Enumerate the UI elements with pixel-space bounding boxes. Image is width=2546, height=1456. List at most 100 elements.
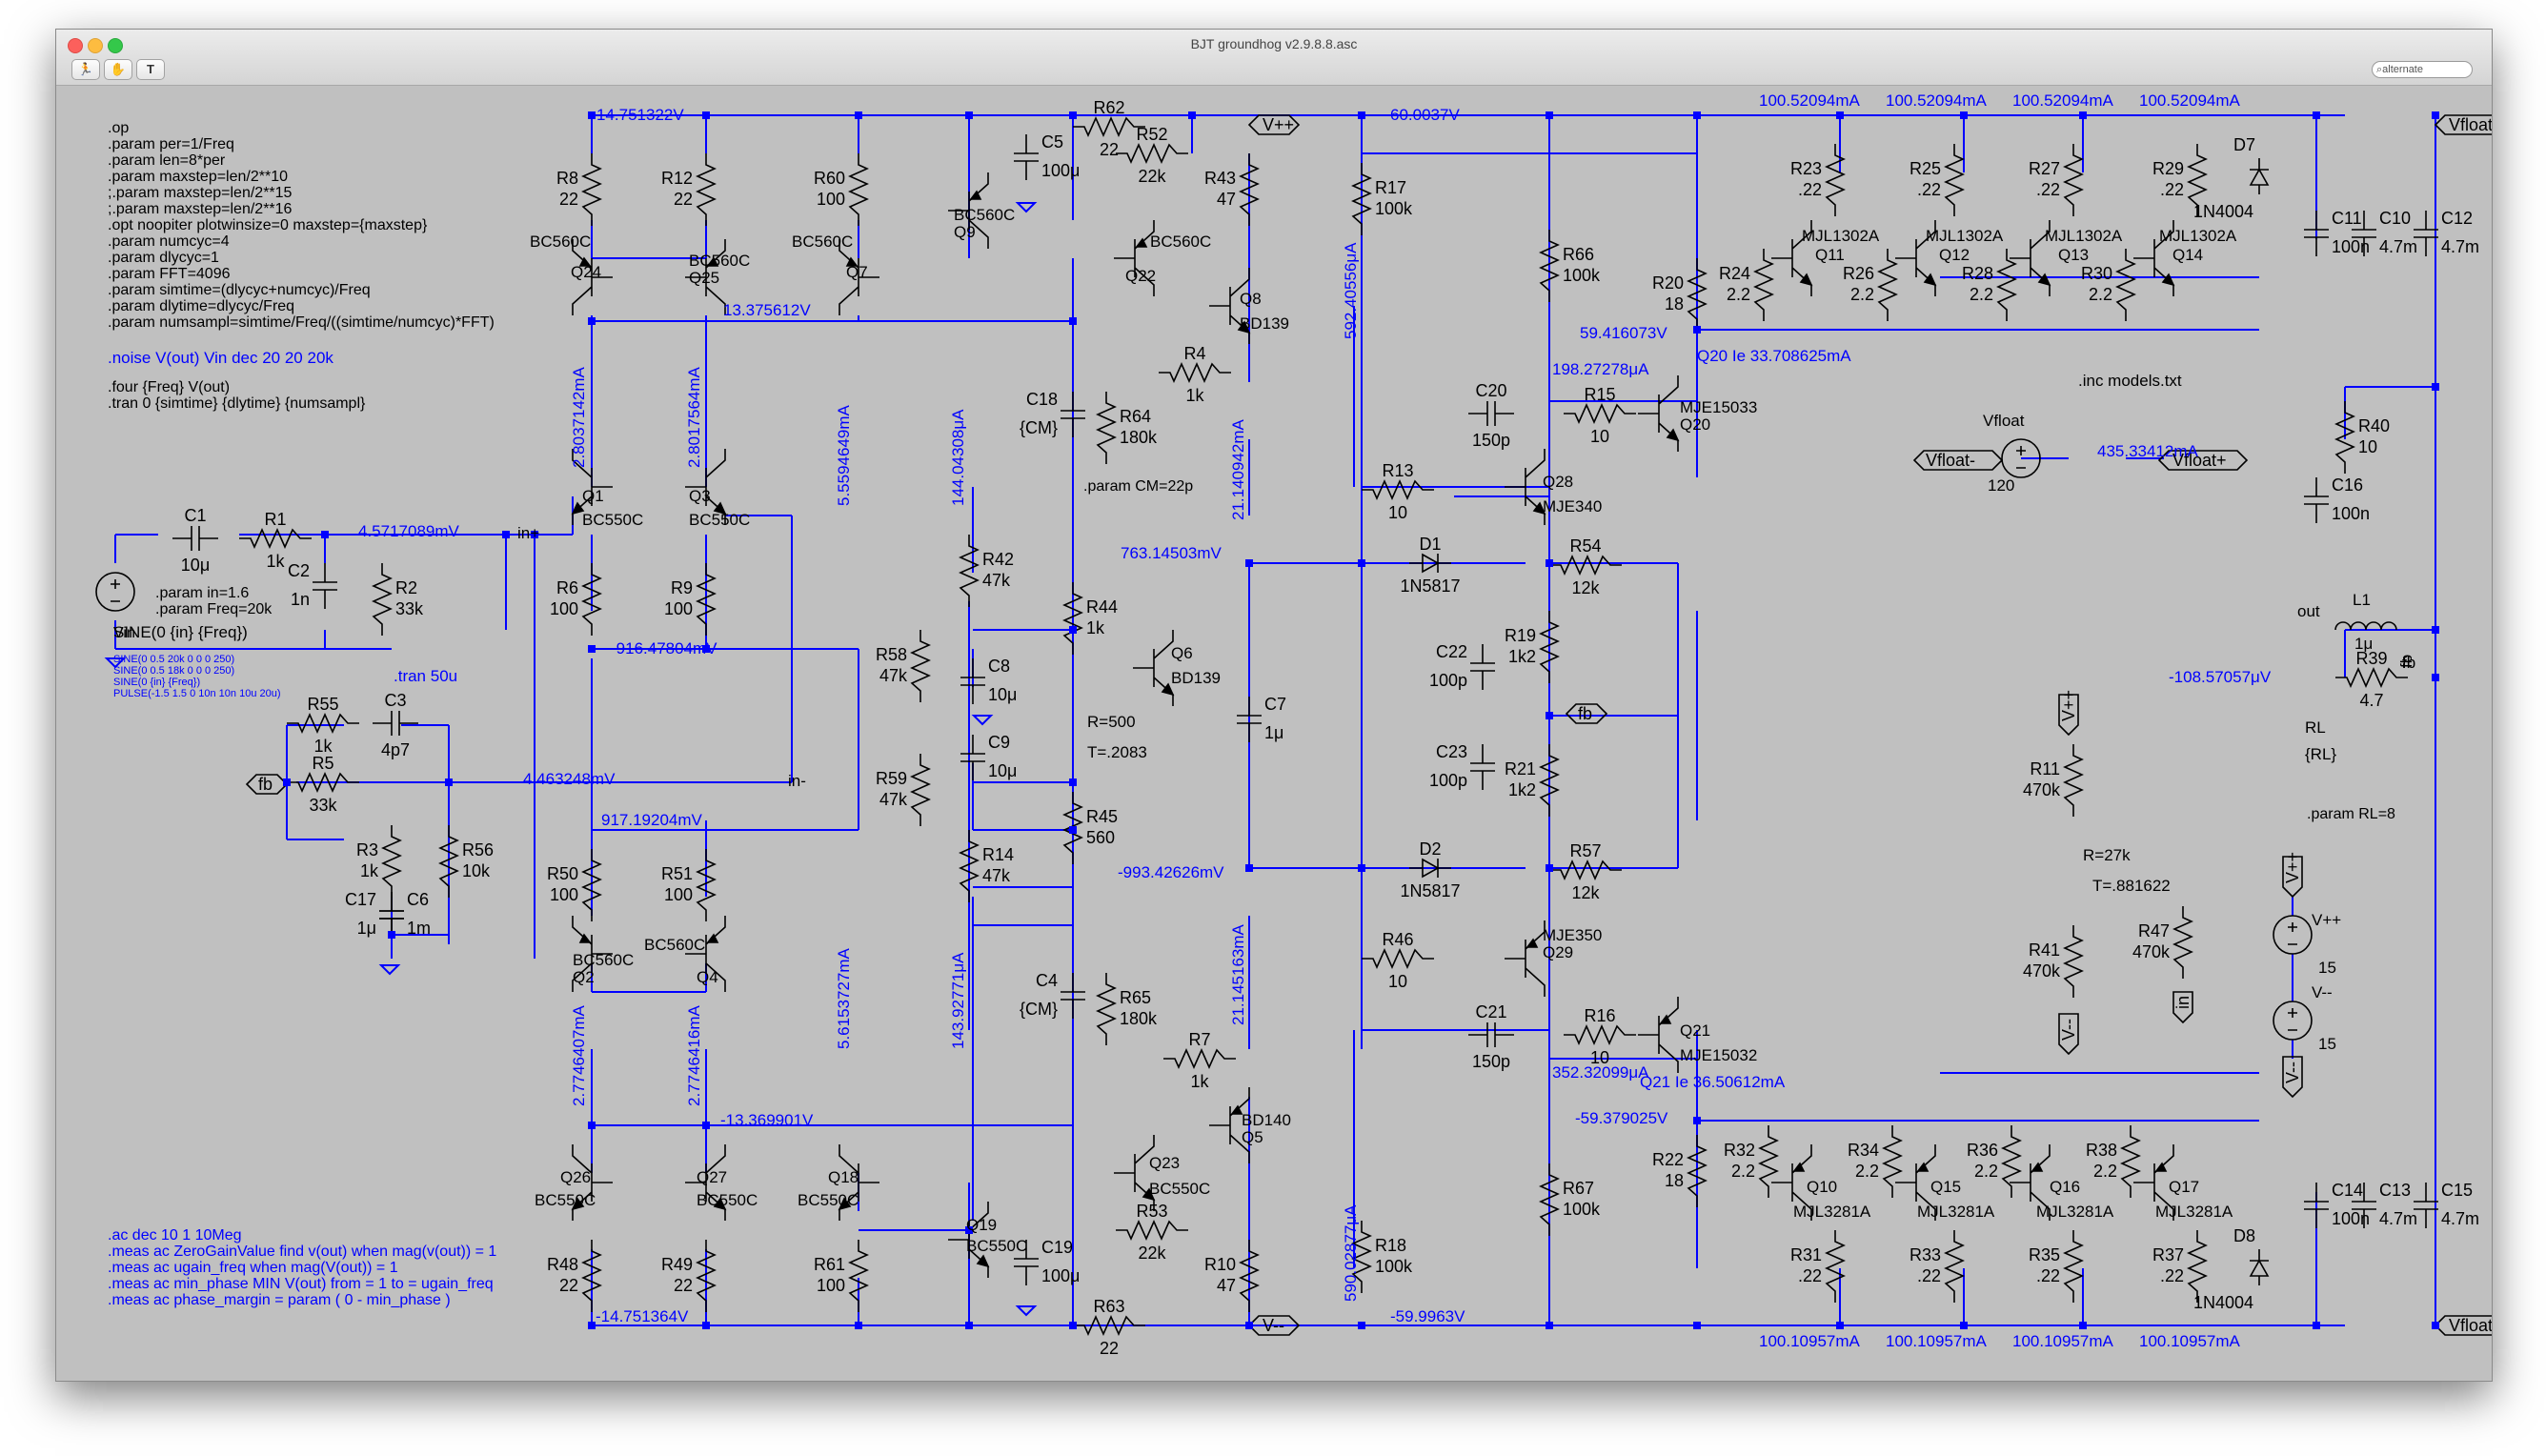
capacitor-c23[interactable] <box>1470 744 1495 790</box>
capacitor-c3[interactable] <box>373 711 418 736</box>
net-flag-vfloat-plus-2[interactable] <box>2157 450 2249 471</box>
diode-d1[interactable] <box>1409 553 1451 574</box>
resistor-r17[interactable] <box>1351 163 1372 235</box>
capacitor-c1[interactable] <box>172 526 218 551</box>
capacitor-c18[interactable] <box>1061 392 1085 437</box>
resistor-r65[interactable] <box>1096 973 1117 1045</box>
resistor-r47[interactable] <box>2172 906 2193 979</box>
net-flag-vpp-3[interactable] <box>2282 856 2303 899</box>
resistor-r16[interactable] <box>1564 1024 1636 1045</box>
resistor-r6[interactable] <box>581 563 602 636</box>
transistor-q11[interactable] <box>1771 220 1813 296</box>
transistor-q27[interactable] <box>685 1144 727 1221</box>
transistor-q1[interactable] <box>571 449 613 525</box>
resistor-r57[interactable] <box>1549 859 1622 880</box>
resistor-r27[interactable] <box>2063 144 2084 216</box>
transistor-q21[interactable] <box>1638 997 1679 1073</box>
resistor-r12[interactable] <box>696 153 717 226</box>
resistor-r31[interactable] <box>1825 1230 1846 1303</box>
resistor-r30[interactable] <box>2115 249 2136 321</box>
capacitor-c13[interactable] <box>2352 1183 2376 1228</box>
resistor-r59[interactable] <box>910 754 931 826</box>
resistor-r2[interactable] <box>372 563 393 636</box>
transistor-q9[interactable] <box>948 172 989 249</box>
resistor-r19[interactable] <box>1539 611 1560 683</box>
transistor-q26[interactable] <box>571 1144 613 1221</box>
net-flag-vfloat-minus-2[interactable] <box>1912 450 2004 471</box>
capacitor-c22[interactable] <box>1470 644 1495 690</box>
transistor-q22[interactable] <box>1114 220 1155 296</box>
schematic-canvas[interactable]: R822R1222R60100R4347R6100R9100R233kR4247… <box>56 85 2492 1381</box>
inductor-l1[interactable] <box>2334 621 2397 631</box>
resistor-r33[interactable] <box>1944 1230 1965 1303</box>
capacitor-c4[interactable] <box>1061 973 1085 1019</box>
resistor-r54[interactable] <box>1549 555 1622 576</box>
resistor-r8[interactable] <box>581 153 602 226</box>
resistor-r67[interactable] <box>1539 1163 1560 1236</box>
net-flag-fb[interactable] <box>245 774 289 795</box>
capacitor-c7[interactable] <box>1237 697 1262 742</box>
resistor-r13[interactable] <box>1362 479 1434 500</box>
resistor-r25[interactable] <box>1944 144 1965 216</box>
transistor-q13[interactable] <box>2010 220 2051 296</box>
capacitor-c20[interactable] <box>1468 401 1514 426</box>
resistor-r43[interactable] <box>1239 153 1260 226</box>
resistor-r44[interactable] <box>1062 582 1083 655</box>
capacitor-c15[interactable] <box>2414 1183 2438 1228</box>
resistor-r58[interactable] <box>910 630 931 702</box>
resistor-r60[interactable] <box>848 153 869 226</box>
resistor-r11[interactable] <box>2063 744 2084 817</box>
resistor-r42[interactable] <box>959 535 980 607</box>
resistor-r22[interactable] <box>1687 1135 1707 1207</box>
resistor-r61[interactable] <box>848 1240 869 1312</box>
net-flag-vmm[interactable] <box>1247 1315 1301 1336</box>
text-tool-icon[interactable]: T <box>136 59 165 80</box>
resistor-r24[interactable] <box>1753 249 1774 321</box>
diode-d2[interactable] <box>1409 858 1451 879</box>
transistor-q12[interactable] <box>1895 220 1937 296</box>
transistor-q14[interactable] <box>2133 220 2175 296</box>
capacitor-c19[interactable] <box>1014 1240 1039 1285</box>
transistor-q24[interactable] <box>572 239 613 315</box>
resistor-r23[interactable] <box>1825 144 1846 216</box>
resistor-r21[interactable] <box>1539 744 1560 817</box>
resistor-r10[interactable] <box>1239 1240 1260 1312</box>
transistor-q8[interactable] <box>1209 268 1251 344</box>
resistor-r56[interactable] <box>438 825 459 898</box>
net-flag-vfloat-minus[interactable] <box>2434 1315 2492 1336</box>
transistor-q28[interactable] <box>1505 449 1546 525</box>
net-flag-vmm-2[interactable] <box>2058 1013 2079 1056</box>
resistor-r29[interactable] <box>2187 144 2208 216</box>
net-flag-vmm-3[interactable] <box>2282 1056 2303 1099</box>
diode-d8[interactable] <box>2249 1249 2270 1285</box>
resistor-r14[interactable] <box>959 830 980 902</box>
resistor-r9[interactable] <box>696 563 717 636</box>
resistor-r15[interactable] <box>1564 403 1636 424</box>
transistor-q18[interactable] <box>838 1144 879 1221</box>
transistor-q4[interactable] <box>685 916 726 992</box>
transistor-q20[interactable] <box>1638 375 1680 452</box>
resistor-r50[interactable] <box>581 849 602 921</box>
voltage-source-vmm[interactable] <box>2273 1001 2313 1041</box>
voltage-source-vfloat[interactable] <box>2001 438 2041 478</box>
resistor-r5[interactable] <box>287 772 359 793</box>
resistor-r35[interactable] <box>2063 1230 2084 1303</box>
net-flag-vpp-2[interactable] <box>2058 694 2079 737</box>
capacitor-c16[interactable] <box>2304 477 2329 523</box>
transistor-q16[interactable] <box>2010 1144 2051 1221</box>
capacitor-c9[interactable] <box>960 735 985 780</box>
resistor-r32[interactable] <box>1758 1125 1779 1198</box>
resistor-r53[interactable] <box>1116 1220 1188 1241</box>
net-flag-vpp[interactable] <box>1247 114 1301 135</box>
transistor-q23[interactable] <box>1114 1135 1156 1211</box>
resistor-r20[interactable] <box>1687 258 1707 331</box>
resistor-r41[interactable] <box>2063 925 2084 998</box>
resistor-r28[interactable] <box>1996 249 2017 321</box>
resistor-r4[interactable] <box>1159 362 1231 383</box>
resistor-r1[interactable] <box>239 528 312 549</box>
transistor-q29[interactable] <box>1505 920 1546 997</box>
capacitor-c6[interactable] <box>379 892 404 938</box>
resistor-r39[interactable] <box>2335 667 2408 688</box>
minimize-window-button[interactable] <box>88 38 103 53</box>
resistor-r51[interactable] <box>696 849 717 921</box>
